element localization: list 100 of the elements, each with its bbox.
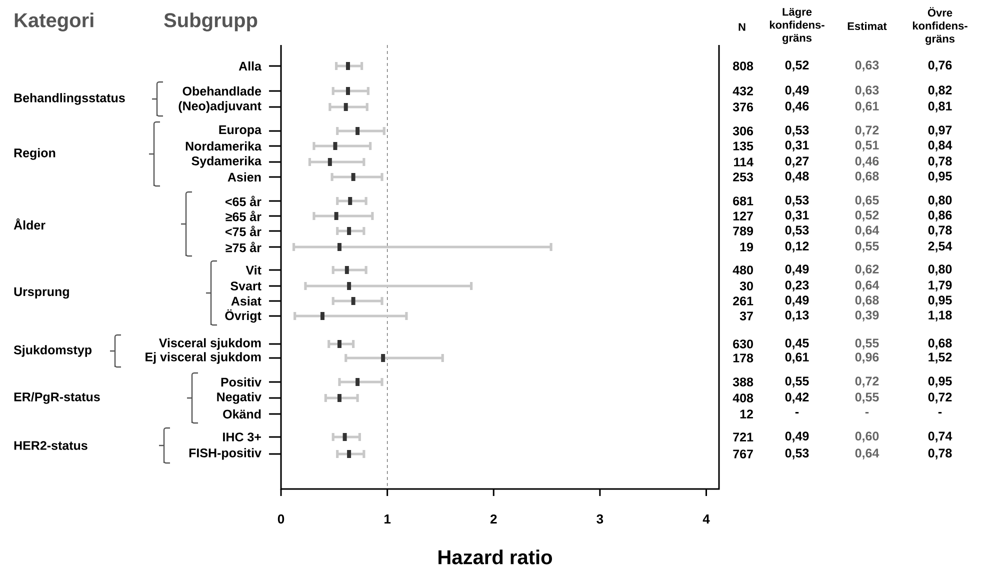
category-label: HER2-status xyxy=(14,441,88,450)
table-value: 681 xyxy=(733,196,754,206)
subgroup-label: Obehandlade xyxy=(182,86,262,96)
table-value: 0,51 xyxy=(855,140,879,152)
subgroup-label: Europa xyxy=(219,125,262,137)
column-header: Övre konfidens-gräns xyxy=(912,7,968,45)
table-value: 0,68 xyxy=(855,296,879,306)
table-value: 0,53 xyxy=(785,448,809,460)
table-value: 37 xyxy=(740,312,753,320)
column-header: Kategori xyxy=(14,12,94,32)
subgroup-label: Sydamerika xyxy=(192,156,262,168)
subgroup-label: FISH-positiv xyxy=(189,448,262,460)
table-value: 0,49 xyxy=(785,432,809,442)
subgroup-label: Positiv xyxy=(221,377,262,387)
table-value: 0,80 xyxy=(928,264,952,276)
table-value: 0,55 xyxy=(855,392,879,404)
tick-label: 0 xyxy=(278,514,284,524)
table-value: 0,55 xyxy=(855,242,879,252)
subgroup-label: (Neo)adjuvant xyxy=(178,101,262,113)
column-header: N xyxy=(738,23,746,31)
table-value: 0,52 xyxy=(785,60,809,72)
table-value: 0,64 xyxy=(855,448,880,460)
table-value: 0,45 xyxy=(785,338,809,350)
table-value: 0,78 xyxy=(928,448,952,460)
table-value: 0,31 xyxy=(785,210,809,222)
table-value: 0,39 xyxy=(855,310,879,322)
table-value: 0,13 xyxy=(785,310,809,322)
subgroup-label: Svart xyxy=(230,282,262,290)
subgroup-label: Alla xyxy=(238,61,262,71)
category-label: Behandlingsstatus xyxy=(14,93,125,105)
table-value: 0,95 xyxy=(928,172,952,182)
table-value: 0,49 xyxy=(785,264,809,276)
table-value: 0,95 xyxy=(928,376,952,388)
category-label: Sjukdomstyp xyxy=(14,345,92,357)
subgroup-label: Övrigt xyxy=(225,309,262,323)
table-value: 0,97 xyxy=(928,126,952,136)
table-value: 1,18 xyxy=(928,310,952,322)
tick-label: 3 xyxy=(596,514,604,524)
table-value: 376 xyxy=(732,102,753,112)
subgroup-label: IHC 3+ xyxy=(223,432,261,442)
subgroup-label: Okänd xyxy=(223,409,261,419)
tick-label: 2 xyxy=(490,514,497,524)
subgroup-label: Negativ xyxy=(217,392,262,404)
table-value: 0,76 xyxy=(928,60,952,72)
table-value: 767 xyxy=(733,450,753,458)
table-value: - xyxy=(795,412,799,414)
table-value: 0,53 xyxy=(785,226,809,236)
table-value: 0,82 xyxy=(928,86,952,96)
table-value: 0,80 xyxy=(928,196,952,206)
table-value: 253 xyxy=(733,172,753,182)
table-value: 0,65 xyxy=(855,196,879,206)
table-value: 19 xyxy=(740,242,753,252)
table-value: 630 xyxy=(733,340,753,348)
table-value: 12 xyxy=(740,410,753,418)
table-value: 408 xyxy=(732,394,754,402)
table-value: 1,52 xyxy=(928,352,952,364)
category-label: Region xyxy=(14,148,56,160)
subgroup-label: Ej visceral sjukdom xyxy=(146,352,261,364)
table-value: 0,96 xyxy=(855,352,879,364)
table-value: 721 xyxy=(733,432,754,442)
subgroup-label: Visceral sjukdom xyxy=(158,338,261,350)
subgroup-label: <75 år xyxy=(226,226,262,236)
table-value: 0,64 xyxy=(855,226,880,236)
table-value: - xyxy=(865,412,869,414)
subgroup-label: Asien xyxy=(228,172,261,182)
table-value: 388 xyxy=(732,378,754,386)
subgroup-label: <65 år xyxy=(226,196,262,206)
table-value: 0,46 xyxy=(855,156,879,168)
table-value: 0,68 xyxy=(928,338,952,350)
table-value: 0,68 xyxy=(855,172,879,182)
table-value: 127 xyxy=(733,212,753,220)
category-label: Ålder xyxy=(14,218,46,230)
table-value: 0,81 xyxy=(928,102,952,112)
table-value: 0,63 xyxy=(855,60,879,72)
axis-title: Hazard ratio xyxy=(438,550,552,564)
table-value: 0,12 xyxy=(785,242,809,252)
table-value: 0,74 xyxy=(928,432,952,442)
table-value: 0,46 xyxy=(785,102,809,112)
table-value: 0,49 xyxy=(785,86,809,96)
table-value: 0,52 xyxy=(855,210,879,222)
table-value: 0,48 xyxy=(785,172,809,182)
table-value: 808 xyxy=(733,62,754,70)
column-header: Subgrupp xyxy=(164,12,258,32)
table-value: 0,53 xyxy=(785,196,809,206)
column-header: Estimat xyxy=(848,22,887,30)
table-value: 0,27 xyxy=(785,156,809,168)
table-value: 0,78 xyxy=(928,226,952,236)
table-value: 1,79 xyxy=(928,280,952,292)
table-value: 0,61 xyxy=(855,102,879,112)
table-value: - xyxy=(938,412,942,414)
table-value: 114 xyxy=(734,158,754,166)
table-value: 0,63 xyxy=(855,86,879,96)
table-value: 2,54 xyxy=(928,242,952,252)
subgroup-label: ≥65 år xyxy=(226,210,262,222)
table-value: 789 xyxy=(733,226,753,236)
table-value: 135 xyxy=(733,142,754,150)
table-value: 261 xyxy=(733,296,754,306)
table-value: 0,23 xyxy=(785,280,809,292)
table-value: 0,55 xyxy=(785,376,809,388)
table-value: 178 xyxy=(733,354,754,362)
